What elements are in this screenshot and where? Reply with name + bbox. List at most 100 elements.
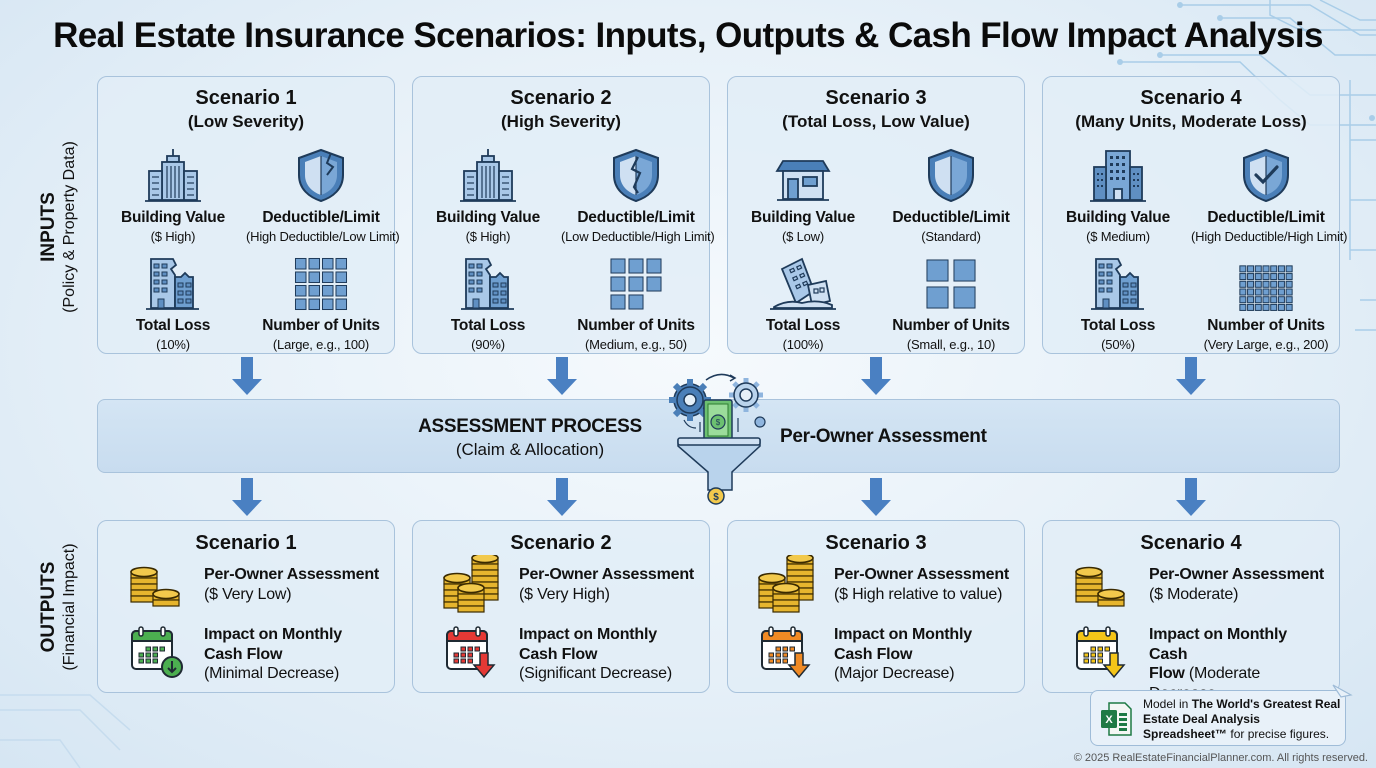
metric-value: ($ Low)	[782, 229, 824, 244]
scenario-title: Scenario 3	[825, 532, 927, 554]
metric-value: (Standard)	[921, 229, 981, 244]
unit-cell	[1277, 265, 1285, 273]
metric-value: (Very Large, e.g., 200)	[1203, 337, 1329, 352]
input-metric: Building Value($ High)	[98, 137, 248, 244]
coin-stack-icon	[116, 561, 196, 607]
scenario-subtitle: (Low Severity)	[187, 112, 305, 131]
scenario-title: Scenario 4	[1140, 532, 1242, 554]
assessment-value: ($ High relative to value)	[834, 585, 1003, 603]
unit-cell	[335, 284, 348, 297]
metric-label: Deductible/Limit	[577, 209, 695, 226]
flow-arrow-down-icon	[547, 478, 577, 516]
unit-grid-icon	[561, 245, 711, 311]
process-title: ASSESSMENT PROCESS	[418, 416, 642, 437]
assessment-value: ($ Very High)	[519, 585, 610, 603]
impact-label: Impact on Monthly	[204, 626, 342, 643]
input-metric: Total Loss (10%)	[98, 245, 248, 352]
metric-label: Total Loss	[135, 317, 211, 334]
unit-cell	[1285, 265, 1293, 273]
unit-cell	[646, 258, 662, 274]
metric-value: (100%)	[782, 337, 824, 352]
process-subtitle: (Claim & Allocation)	[455, 440, 605, 459]
input-metric: Total Loss(50%)	[1043, 245, 1193, 352]
spreadsheet-promo-callout[interactable]: X Model in The World's Greatest Real Est…	[1090, 684, 1353, 746]
unit-cell	[1239, 265, 1247, 273]
calendar-decrease-icon	[116, 625, 196, 679]
assessment-label: Per-Owner Assessment	[1149, 566, 1325, 583]
impact-value: (Minimal Decrease)	[204, 665, 340, 682]
input-metric: Deductible/Limit(Low Deductible/High Lim…	[561, 137, 715, 244]
unit-cell	[1277, 303, 1285, 311]
promo-prefix: Model in	[1143, 697, 1192, 711]
unit-cell	[1254, 288, 1262, 296]
input-card-scenario-3: Scenario 3(Total Loss, Low Value)Buildin…	[727, 76, 1025, 354]
metric-value: ($ High)	[465, 229, 511, 244]
unit-cell	[1239, 280, 1247, 288]
unit-cell	[1277, 295, 1285, 303]
metric-label: Building Value	[436, 209, 540, 226]
unit-cell	[1262, 272, 1270, 280]
shield-icon	[876, 137, 1026, 203]
unit-cell	[1239, 272, 1247, 280]
svg-text:$: $	[716, 418, 721, 427]
metric-label: Total Loss	[765, 317, 841, 334]
coin-stack-icon	[1061, 561, 1141, 607]
damaged-building-icon	[98, 245, 248, 311]
flow-arrow-down-icon	[232, 357, 262, 395]
unit-cell	[628, 258, 644, 274]
metric-value: (Large, e.g., 100)	[272, 337, 370, 352]
unit-cell	[1247, 295, 1255, 303]
metric-label: Number of Units	[892, 317, 1010, 334]
unit-cell	[1262, 295, 1270, 303]
unit-cell	[1262, 303, 1270, 311]
unit-cell	[1262, 280, 1270, 288]
impact-label-2: Flow	[1149, 665, 1185, 682]
unit-cell	[308, 257, 321, 270]
unit-cell	[1285, 272, 1293, 280]
metric-label: Deductible/Limit	[892, 209, 1010, 226]
input-metric: Number of Units(Very Large, e.g., 200)	[1191, 245, 1341, 352]
unit-cell	[610, 276, 626, 292]
metric-label: Building Value	[751, 209, 855, 226]
unit-cell	[926, 286, 949, 309]
metric-value: (Small, e.g., 10)	[906, 337, 996, 352]
unit-cell	[1247, 303, 1255, 311]
unit-cell	[321, 271, 334, 284]
unit-cell	[1270, 295, 1278, 303]
unit-cell	[1239, 288, 1247, 296]
metric-value: (10%)	[156, 337, 190, 352]
scenario-title: Scenario 2	[510, 532, 612, 554]
unit-cell	[1247, 265, 1255, 273]
unit-cell	[335, 298, 348, 311]
calendar-decrease-icon	[1061, 625, 1141, 679]
unit-cell	[1247, 272, 1255, 280]
metric-label: Number of Units	[577, 317, 695, 334]
damaged-building-icon	[1043, 245, 1193, 311]
metric-label: Deductible/Limit	[1207, 209, 1325, 226]
unit-grid-icon	[1191, 245, 1341, 311]
input-card-scenario-2: Scenario 2(High Severity)Building Value(…	[412, 76, 715, 354]
assessment-label: Per-Owner Assessment	[204, 566, 380, 583]
scenario-subtitle: (Total Loss, Low Value)	[782, 112, 970, 131]
impact-label-2: Cash Flow	[834, 645, 913, 663]
unit-cell	[321, 284, 334, 297]
process-result: Per-Owner Assessment	[780, 426, 987, 447]
flow-arrow-down-icon	[861, 357, 891, 395]
metric-label: Building Value	[1066, 209, 1170, 226]
unit-cell	[294, 298, 307, 311]
broken-shield-icon	[561, 137, 711, 203]
promo-text: Model in The World's Greatest Real Estat…	[1143, 697, 1343, 742]
excel-spreadsheet-icon: X	[1101, 702, 1132, 736]
metric-value: (50%)	[1101, 337, 1135, 352]
flow-arrow-down-icon	[1176, 478, 1206, 516]
impact-label: Impact on Monthly Cash	[1149, 626, 1287, 663]
unit-cell	[1254, 265, 1262, 273]
coin-stack-icon	[746, 555, 826, 615]
svg-text:$: $	[713, 492, 719, 503]
metric-value: ($ High)	[150, 229, 196, 244]
unit-cell	[1285, 303, 1293, 311]
unit-cell	[335, 271, 348, 284]
